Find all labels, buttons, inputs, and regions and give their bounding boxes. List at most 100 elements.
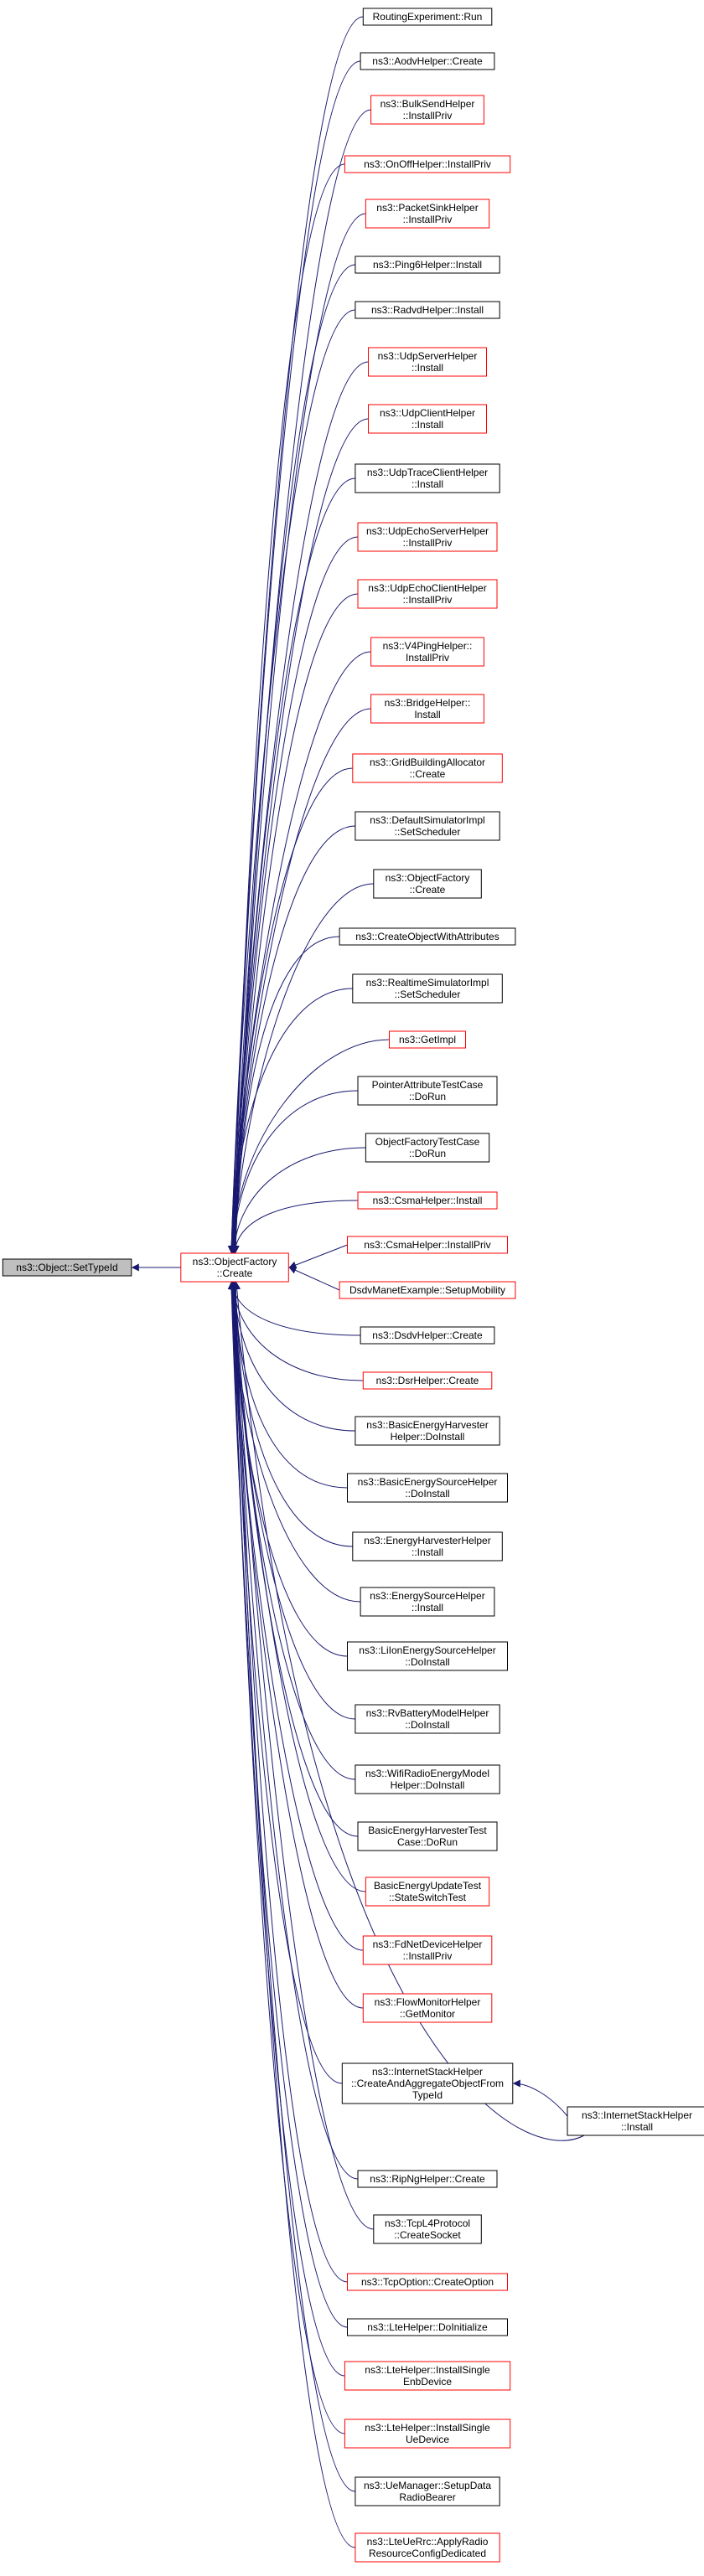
caller-node-ns3-energysourcehelper-install-label: ns3::EnergySourceHelper [370,1590,484,1602]
caller-node-ns3-createobjectwithattributes[interactable]: ns3::CreateObjectWithAttributes [339,927,516,946]
caller-node-objectfactorytestcase-dorun[interactable]: ObjectFactoryTestCase::DoRun [365,1133,490,1163]
caller-node-ns3-fdnetdevicehelper-installpriv-label: ns3::FdNetDeviceHelper [373,1938,483,1950]
caller-node-ns3-defaultsimulatorimpl-setscheduler[interactable]: ns3::DefaultSimulatorImpl::SetScheduler [355,811,500,841]
caller-node-ns3-udpechoclienthelper-installpriv-box [357,579,498,609]
caller-node-dsdvmanetexample-setupmobility-label: DsdvManetExample::SetupMobility [349,1284,505,1296]
caller-node-ns3-energyharvesterhelper-install[interactable]: ns3::EnergyHarvesterHelper::Install [352,1531,503,1562]
caller-node-ns3-ping6helper-install[interactable]: ns3::Ping6Helper::Install [355,256,500,274]
caller-node-ns3-ltehelper-installsingleuedevice-label: UeDevice [406,2434,449,2445]
caller-node-basicenergyharvestertestcase-dorun-label: Case::DoRun [397,1836,458,1848]
caller-node-ns3-csmahelper-installpriv[interactable]: ns3::CsmaHelper::InstallPriv [347,1236,508,1254]
caller-node-ns3-ripnghelper-create-label: ns3::RipNgHelper::Create [370,2173,485,2185]
caller-node-ns3-basicenergyharvesterhelper-doinstall[interactable]: ns3::BasicEnergyHarvesterHelper::DoInsta… [355,1416,500,1446]
call-edge [231,1282,366,1892]
caller-node-ns3-basicenergysourcehelper-doinstall[interactable]: ns3::BasicEnergySourceHelper::DoInstall [347,1473,508,1503]
caller-node-ns3-tcpl4protocol-createsocket[interactable]: ns3::TcpL4Protocol::CreateSocket [373,2214,482,2244]
focus-node[interactable]: ns3::Object::SetTypeId [2,1258,132,1277]
call-edge [230,825,355,1253]
caller-node-ns3-udpserverhelper-install[interactable]: ns3::UdpServerHelper::Install [368,347,487,377]
caller-node-ns3-ltehelper-doinitialize[interactable]: ns3::LteHelper::DoInitialize [347,2318,508,2336]
caller-node-ns3-aodvhelper-create-label: ns3::AodvHelper::Create [372,55,483,67]
caller-node-basicenergyupdatetest-stateswitchtest[interactable]: BasicEnergyUpdateTest::StateSwitchTest [365,1877,490,1907]
caller-node-ns3-tcpoption-createoption[interactable]: ns3::TcpOption::CreateOption [347,2273,508,2291]
caller-node-ns3-udptraceclienthelper-install[interactable]: ns3::UdpTraceClientHelper::Install [355,463,500,493]
caller-node-ns3-radvdhelper-install[interactable]: ns3::RadvdHelper::Install [355,301,500,319]
caller-node-dsdvmanetexample-setupmobility[interactable]: DsdvManetExample::SetupMobility [339,1281,516,1299]
caller-node-ns3-fdnetdevicehelper-installpriv-box [362,1935,493,1965]
caller-node-routingexperiment-run[interactable]: RoutingExperiment::Run [362,8,493,26]
caller-node-ns3-dsrhelper-create[interactable]: ns3::DsrHelper::Create [362,1371,493,1390]
caller-node-ns3-flowmonitorhelper-getmonitor[interactable]: ns3::FlowMonitorHelper::GetMonitor [362,1993,493,2023]
call-edge [227,16,364,1253]
caller-node-ns3-ltehelper-doinitialize-box [347,2318,508,2336]
caller-node-ns3-uemanager-setupdataradiobearer-box [355,2476,500,2506]
caller-node-ns3-internetstackhelper-createandaggregateobjectfromtypeid[interactable]: ns3::InternetStackHelper::CreateAndAggre… [341,2062,514,2104]
caller-node-ns3-aodvhelper-create[interactable]: ns3::AodvHelper::Create [360,52,495,70]
caller-node-ns3-bridgehelper-install[interactable]: ns3::BridgeHelper::Install [370,694,484,724]
caller-node-objectfactorytestcase-dorun-label: ::DoRun [409,1148,446,1159]
call-edge [227,988,353,1253]
call-edge [229,1282,343,2084]
call-edge [231,1282,348,2283]
caller-node-ns3-ping6helper-install-label: ns3::Ping6Helper::Install [373,259,482,271]
call-edge [230,1282,355,2492]
caller-node-ns3-objectfactory-create-label: ::Create [410,884,446,896]
caller-node-ns3-energyharvesterhelper-install-label: ns3::EnergyHarvesterHelper [364,1535,490,1546]
caller-node-ns3-ltehelper-installsingleuedevice-box [344,2419,511,2449]
caller-node-ns3-lteuerrc-applyradioresourceconfigdedicated-label: ResourceConfigDedicated [369,2548,486,2559]
caller-node-ns3-realtimesimulatorimpl-setscheduler[interactable]: ns3::RealtimeSimulatorImpl::SetScheduler [352,973,503,1004]
caller-node-ns3-udpclienthelper-install[interactable]: ns3::UdpClientHelper::Install [368,404,487,434]
caller-node-ns3-udpechoserverhelper-installpriv[interactable]: ns3::UdpEchoServerHelper::InstallPriv [357,522,498,552]
caller-node-ns3-fdnetdevicehelper-installpriv[interactable]: ns3::FdNetDeviceHelper::InstallPriv [362,1935,493,1965]
caller-node-pointerattributetestcase-dorun[interactable]: PointerAttributeTestCase::DoRun [357,1076,498,1106]
caller-node-ns3-radvdhelper-install-box [355,301,500,319]
caller-node-ns3-udpechoclienthelper-installpriv-label: ns3::UdpEchoClientHelper [368,582,486,594]
caller-node-ns3-lteuerrc-applyradioresourceconfigdedicated[interactable]: ns3::LteUeRrc::ApplyRadioResourceConfigD… [355,2532,500,2563]
call-edge [231,1282,353,1547]
call-edge [228,361,369,1253]
caller-node-ns3-getimpl[interactable]: ns3::GetImpl [389,1030,466,1049]
call-edge [230,536,359,1253]
focus-node-box [2,1258,132,1277]
hub-node-label: ::Create [217,1267,253,1279]
hub-node[interactable]: ns3::ObjectFactory::Create [180,1252,289,1283]
caller-node-ns3-lteuerrc-applyradioresourceconfigdedicated-label: ns3::LteUeRrc::ApplyRadio [367,2536,489,2548]
caller-node-ns3-udpechoclienthelper-installpriv-label: ::InstallPriv [403,594,453,606]
caller-node-ns3-v4pinghelper-installpriv-label: ns3::V4PingHelper:: [383,640,473,652]
caller-node-ns3-onoffhelper-installpriv[interactable]: ns3::OnOffHelper::InstallPriv [344,155,511,173]
caller-node-ns3-objectfactory-create[interactable]: ns3::ObjectFactory::Create [373,869,482,899]
caller-node-ns3-v4pinghelper-installpriv[interactable]: ns3::V4PingHelper::InstallPriv [370,637,484,667]
call-edge [227,309,355,1253]
caller-node-basicenergyharvestertestcase-dorun-box [357,1821,498,1851]
caller-node-ns3-energysourcehelper-install[interactable]: ns3::EnergySourceHelper::Install [360,1587,495,1617]
caller-node-ns3-udptraceclienthelper-install-box [355,463,500,493]
caller-node-ns3-rvbatterymodelhelper-doinstall[interactable]: ns3::RvBatteryModelHelper::DoInstall [355,1704,500,1734]
secondary-caller-install-label: ns3::InternetStackHelper [582,2109,692,2121]
caller-node-basicenergyupdatetest-stateswitchtest-box [365,1877,490,1907]
caller-node-ns3-udpserverhelper-install-label: ns3::UdpServerHelper [378,350,478,362]
caller-node-ns3-tcpl4protocol-createsocket-label: ::CreateSocket [394,2229,461,2241]
caller-node-ns3-csmahelper-install-box [357,1191,498,1210]
caller-node-ns3-tcpl4protocol-createsocket-label: ns3::TcpL4Protocol [385,2217,470,2229]
caller-node-ns3-basicenergyharvesterhelper-doinstall-box [355,1416,500,1446]
caller-node-ns3-packetsinkhelper-installpriv[interactable]: ns3::PacketSinkHelper::InstallPriv [365,199,490,229]
caller-node-ns3-defaultsimulatorimpl-setscheduler-label: ::SetScheduler [395,826,461,838]
caller-node-routingexperiment-run-box [362,8,493,26]
caller-node-ns3-wifiradioenergymodelhelper-doinstall[interactable]: ns3::WifiRadioEnergyModelHelper::DoInsta… [355,1764,500,1794]
caller-node-ns3-ripnghelper-create[interactable]: ns3::RipNgHelper::Create [357,2170,498,2188]
caller-node-ns3-dsdvhelper-create[interactable]: ns3::DsdvHelper::Create [360,1326,495,1345]
caller-node-ns3-gridbuildingallocator-create[interactable]: ns3::GridBuildingAllocator::Create [352,753,503,783]
caller-node-ns3-udpclienthelper-install-label: ::Install [412,419,443,431]
caller-node-ns3-radvdhelper-install-label: ns3::RadvdHelper::Install [371,304,484,316]
secondary-caller-install[interactable]: ns3::InternetStackHelper::Install [567,2106,704,2136]
caller-node-ns3-gridbuildingallocator-create-label: ::Create [410,768,446,780]
caller-node-ns3-csmahelper-install[interactable]: ns3::CsmaHelper::Install [357,1191,498,1210]
caller-node-ns3-liionenergysourcehelper-doinstall[interactable]: ns3::LiIonEnergySourceHelper::DoInstall [347,1641,508,1671]
caller-node-ns3-bulksendhelper-installpriv[interactable]: ns3::BulkSendHelper::InstallPriv [370,95,484,125]
caller-node-ns3-udpechoclienthelper-installpriv[interactable]: ns3::UdpEchoClientHelper::InstallPriv [357,579,498,609]
caller-node-ns3-getimpl-label: ns3::GetImpl [399,1034,456,1045]
